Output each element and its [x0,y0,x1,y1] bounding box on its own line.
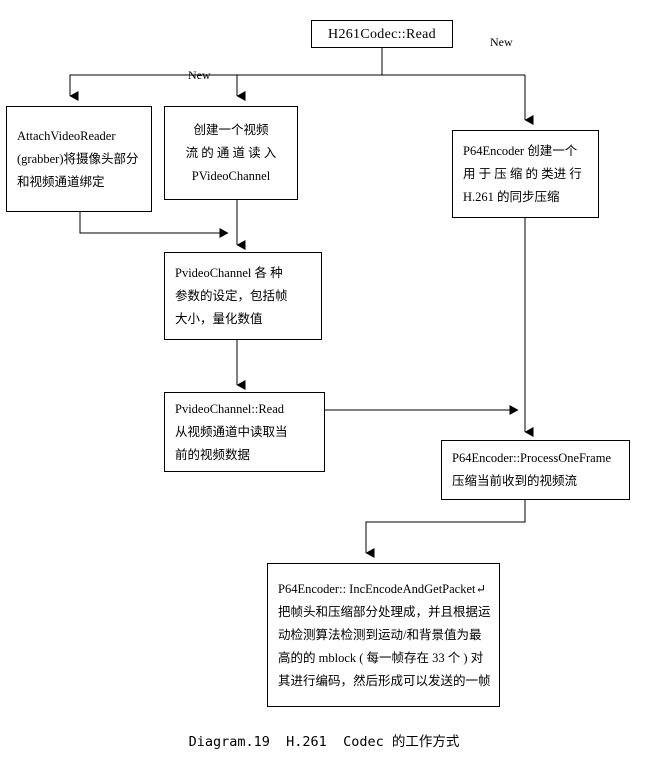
node-line: 前的视频数据 [175,447,251,462]
node-line: 从视频通道中读取当 [175,424,288,439]
node-line: 其进行编码，然后形成可以发送的一帧 [278,673,491,688]
node-line: P64Encoder:: IncEncodeAndGetPacket↵ [278,581,486,596]
node-line: 把帧头和压缩部分处理成，并且根据运 [278,604,491,619]
node-line: 和视频通道绑定 [17,174,105,189]
node-h261codec-read[interactable]: H261Codec::Read [311,20,453,48]
edge-label-new-right: New [490,35,513,49]
node-line: PVideoChannel [191,168,271,183]
node-pvideochannel-params[interactable]: PvideoChannel 各 种 参数的设定，包括帧 大小，量化数值 [164,252,322,340]
node-line: PvideoChannel::Read [175,401,285,416]
node-line: 高的的 mblock ( 每一帧存在 33 个 ) 对 [278,650,484,665]
node-line: H261Codec::Read [328,26,436,42]
edge-label-new-left: New [188,68,211,82]
node-line: P64Encoder 创建一个 [463,143,578,158]
diagram-caption: Diagram.19 H.261 Codec 的工作方式 [188,734,460,750]
node-process-one-frame[interactable]: P64Encoder::ProcessOneFrame 压缩当前收到的视频流 [441,440,630,500]
node-line: PvideoChannel 各 种 [175,265,283,280]
node-line: (grabber)将摄像头部分 [17,151,139,166]
node-pvideochannel-read[interactable]: PvideoChannel::Read 从视频通道中读取当 前的视频数据 [164,392,325,472]
node-line: AttachVideoReader [17,128,116,143]
node-line: 流 的 通 道 读 入 [185,145,277,160]
node-line: 压缩当前收到的视频流 [452,474,578,488]
node-inc-encode-and-get-packet[interactable]: P64Encoder:: IncEncodeAndGetPacket↵ 把帧头和… [267,563,500,707]
node-line: 大小，量化数值 [175,311,263,326]
node-p64encoder-create[interactable]: P64Encoder 创建一个 用 于 压 缩 的 类进 行 H.261 的同步… [452,130,599,218]
node-attach-video-reader[interactable]: AttachVideoReader (grabber)将摄像头部分 和视频通道绑… [6,106,152,212]
node-line: 动检测算法检测到运动/和背景值为最 [278,627,482,642]
node-line: 参数的设定，包括帧 [175,288,288,303]
node-line: 用 于 压 缩 的 类进 行 [463,166,582,181]
node-line: 创建一个视频 [193,122,269,137]
node-create-video-stream[interactable]: 创建一个视频 流 的 通 道 读 入 PVideoChannel [164,106,298,200]
node-line: H.261 的同步压缩 [463,189,560,204]
node-line: P64Encoder::ProcessOneFrame [452,451,611,465]
